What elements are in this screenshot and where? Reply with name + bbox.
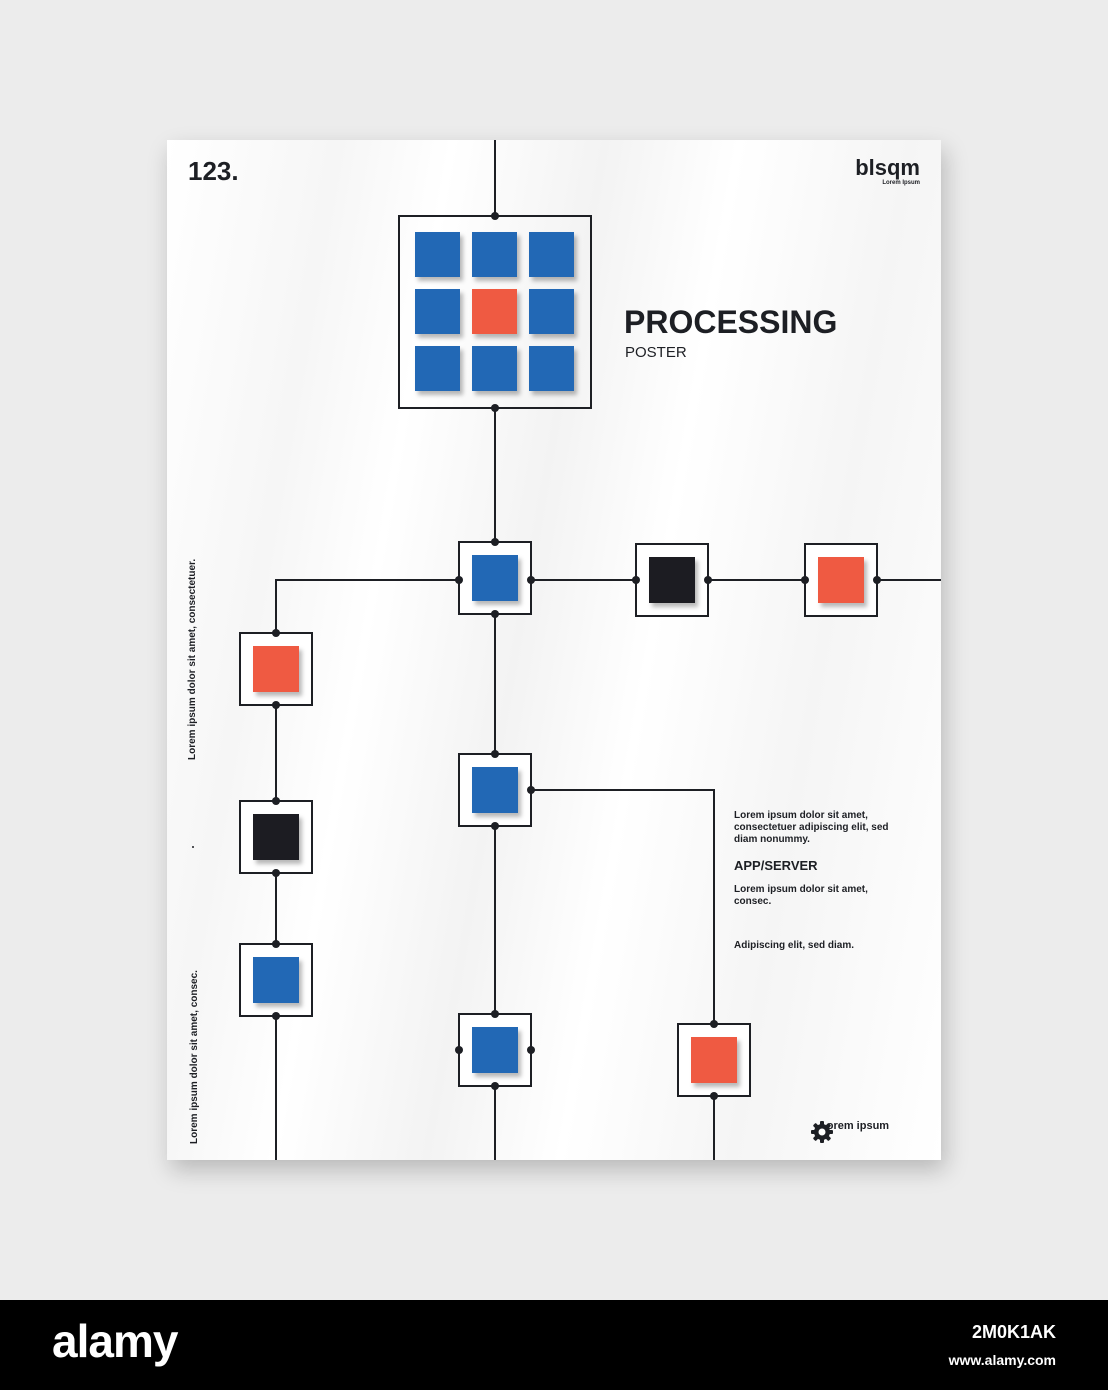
node-blue-hub (458, 541, 532, 615)
node-blue-middle (458, 753, 532, 827)
node-blue-bottom (458, 1013, 532, 1087)
side-text-bottom: Lorem ipsum dolor sit amet, consec. (189, 970, 200, 1144)
poster: 123. blsqm Lorem Ipsum PROCESSING POSTER… (167, 140, 941, 1160)
brand-name: blsqm (855, 155, 920, 180)
grid-cell (529, 289, 574, 334)
info-paragraph-1: Lorem ipsum dolor sit amet, consectetuer… (734, 810, 889, 845)
banner-image-id: 2M0K1AK (971, 1322, 1056, 1342)
info-paragraph-3: Adipiscing elit, sed diam. (734, 940, 855, 951)
grid-cell (415, 346, 460, 391)
network-diagram (239, 140, 941, 1160)
connector-dots (272, 212, 881, 1100)
footer-label: Lorem ipsum (820, 1120, 890, 1132)
node-blue-left (239, 943, 313, 1017)
brand-logo: blsqm Lorem Ipsum (855, 155, 920, 187)
node-dark-left (239, 800, 313, 874)
processing-grid (415, 232, 574, 391)
connector-lines (275, 140, 941, 1160)
side-text-top: Lorem ipsum dolor sit amet, consectetuer… (187, 558, 198, 760)
grid-cell (529, 346, 574, 391)
node-red-bottom (677, 1023, 751, 1097)
info-heading: APP/SERVER (734, 858, 818, 873)
banner-url: www.alamy.com (948, 1352, 1056, 1368)
poster-title: PROCESSING (624, 304, 838, 340)
info-block: Lorem ipsum dolor sit amet, consectetuer… (734, 810, 904, 952)
grid-cell (472, 346, 517, 391)
brand-tagline: Lorem Ipsum (882, 180, 920, 186)
grid-cell-highlight (472, 289, 517, 334)
node-red-left (239, 632, 313, 706)
grid-cell (529, 232, 574, 277)
info-paragraph-2: Lorem ipsum dolor sit amet, consec. (734, 884, 868, 907)
banner-logo: alamy (52, 1315, 178, 1367)
watermark-banner: alamy 2M0K1AK www.alamy.com (0, 1300, 1108, 1390)
poster-subtitle: POSTER (625, 344, 687, 361)
grid-cell (415, 289, 460, 334)
grid-cell (472, 232, 517, 277)
node-dark-right (635, 543, 709, 617)
node-red-far-right (804, 543, 878, 617)
small-dot (192, 846, 194, 848)
grid-cell (415, 232, 460, 277)
poster-number: 123. (188, 156, 239, 186)
footer: Lorem ipsum (810, 1120, 890, 1143)
